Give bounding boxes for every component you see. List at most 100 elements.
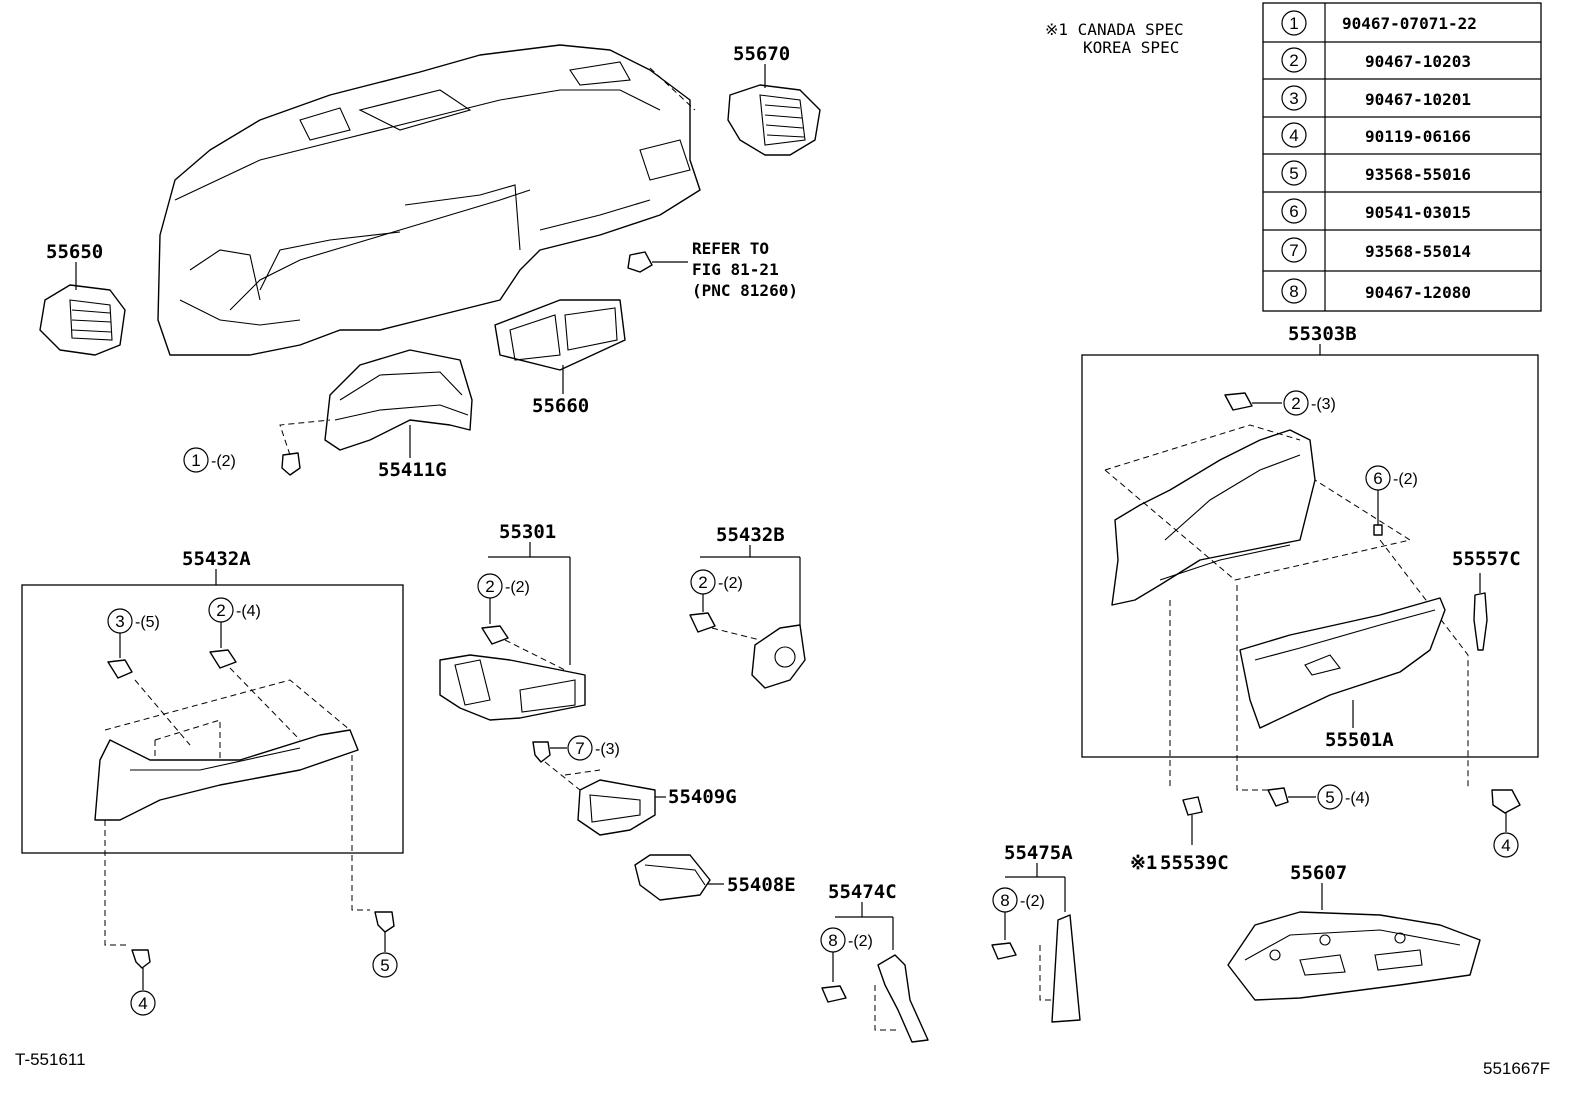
svg-text:-(2): -(2) <box>718 575 743 592</box>
label-55660: 55660 <box>532 395 589 417</box>
svg-text:-(4): -(4) <box>236 603 261 620</box>
table-part-no: 90467-10203 <box>1365 52 1471 71</box>
label-55475a: 55475A <box>1004 842 1073 864</box>
svg-text:2: 2 <box>1291 394 1300 413</box>
cover-55432b <box>751 624 806 689</box>
box-55303b <box>1081 354 1539 758</box>
callout-c2-55432a: 2 -(4) <box>208 597 261 669</box>
refer-line1: REFER TO <box>692 239 769 258</box>
footer-right: 551667F <box>1483 1059 1550 1078</box>
refer-line2: FIG 81-21 <box>692 260 779 279</box>
svg-text:2: 2 <box>698 573 707 592</box>
svg-text:8: 8 <box>1000 891 1009 910</box>
svg-text:-(2): -(2) <box>505 579 530 596</box>
label-55432a: 55432A <box>182 548 251 570</box>
label-55303b: 55303B <box>1288 323 1357 345</box>
callout-c4-right: 4 <box>1491 789 1521 858</box>
svg-text:-(2): -(2) <box>1393 471 1418 488</box>
table-part-no: 90119-06166 <box>1365 127 1471 146</box>
svg-text:2: 2 <box>216 601 225 620</box>
spec-note-line1: ※1 CANADA SPEC <box>1045 20 1184 39</box>
svg-text:-(2): -(2) <box>211 453 236 470</box>
table-num: 4 <box>1289 126 1298 145</box>
svg-text:-(5): -(5) <box>135 614 160 631</box>
label-55411g: 55411G <box>378 459 447 481</box>
table-num: 7 <box>1289 241 1298 260</box>
callout-c3-55432a: 3 -(5) <box>107 608 160 679</box>
table-part-no: 93568-55014 <box>1365 242 1471 261</box>
callout-c2-55301: 2 -(2) <box>477 573 566 671</box>
svg-text:5: 5 <box>1325 788 1334 807</box>
label-55607: 55607 <box>1290 862 1347 884</box>
table-num: 5 <box>1289 164 1298 183</box>
spec-note-line2: KOREA SPEC <box>1083 38 1179 57</box>
callout-c1: 1 -(2) <box>183 419 331 476</box>
center-cluster-55301 <box>439 654 586 721</box>
callout-c7: 7 -(3) <box>532 735 620 791</box>
label-55301: 55301 <box>499 521 556 543</box>
table-num: 3 <box>1289 89 1298 108</box>
label-55501a: 55501A <box>1325 729 1394 751</box>
glove-box-housing <box>1104 424 1469 791</box>
clip-55539c <box>1182 796 1203 845</box>
callout-c6: 6 -(2) <box>1365 465 1418 536</box>
parts-table: 1 90467-07071-22 2 90467-10203 3 90467-1… <box>1262 2 1542 312</box>
table-num: 8 <box>1289 282 1298 301</box>
svg-text:2: 2 <box>485 577 494 596</box>
callout-c2-55303b: 2 -(3) <box>1224 390 1336 416</box>
svg-text:-(2): -(2) <box>848 933 873 950</box>
svg-text:-(3): -(3) <box>595 741 620 758</box>
label-55539c-mark: ※1 <box>1130 852 1157 874</box>
lower-panel-55432a <box>94 667 370 946</box>
table-part-no: 90467-07071-22 <box>1342 14 1477 33</box>
label-55408e: 55408E <box>727 874 796 896</box>
svg-text:4: 4 <box>138 994 147 1013</box>
svg-text:8: 8 <box>828 931 837 950</box>
table-num: 2 <box>1289 51 1298 70</box>
bracket-55409g <box>577 779 656 836</box>
callout-c5-right: 5 -(4) <box>1267 784 1370 810</box>
refer-line3: (PNC 81260) <box>692 281 798 300</box>
svg-text:-(2): -(2) <box>1020 893 1045 910</box>
tray-55408e <box>634 854 711 901</box>
callout-c8-55475a: 8 -(2) <box>991 887 1045 960</box>
label-55409g: 55409G <box>668 786 737 808</box>
label-55557c: 55557C <box>1452 548 1521 570</box>
center-vent <box>494 299 626 371</box>
side-vent-right <box>727 84 821 156</box>
callout-c4-left: 4 <box>130 949 156 1016</box>
svg-text:-(4): -(4) <box>1345 790 1370 807</box>
trim-55475a <box>1039 914 1081 1023</box>
undercover-55607 <box>1227 911 1481 1001</box>
label-55539c: 55539C <box>1160 852 1229 874</box>
instrument-panel-drawing <box>157 44 701 356</box>
glove-box-door <box>1239 597 1446 729</box>
label-55650: 55650 <box>46 241 103 263</box>
callout-c2-55432b: 2 -(2) <box>689 569 761 641</box>
side-vent-left <box>39 284 126 356</box>
table-part-no: 90541-03015 <box>1365 203 1471 222</box>
refer-clip <box>627 251 688 273</box>
svg-text:6: 6 <box>1373 469 1382 488</box>
label-55474c: 55474C <box>828 881 897 903</box>
callout-c8-55474c: 8 -(2) <box>820 927 873 1003</box>
damper-55557c <box>1473 573 1488 651</box>
table-part-no: 90467-10201 <box>1365 90 1471 109</box>
label-55670: 55670 <box>733 43 790 65</box>
svg-text:3: 3 <box>115 612 124 631</box>
callout-c5-left: 5 <box>372 911 398 978</box>
table-part-no: 93568-55016 <box>1365 165 1471 184</box>
svg-text:5: 5 <box>380 956 389 975</box>
footer-left: T-551611 <box>15 1050 86 1069</box>
svg-text:7: 7 <box>575 739 584 758</box>
svg-text:-(3): -(3) <box>1311 396 1336 413</box>
table-num: 1 <box>1289 14 1298 33</box>
meter-hood <box>324 349 473 451</box>
table-num: 6 <box>1289 202 1298 221</box>
trim-55474c <box>874 954 929 1043</box>
svg-text:4: 4 <box>1501 836 1510 855</box>
svg-text:1: 1 <box>191 451 200 470</box>
box-55432a <box>21 584 404 854</box>
label-55432b: 55432B <box>716 524 785 546</box>
